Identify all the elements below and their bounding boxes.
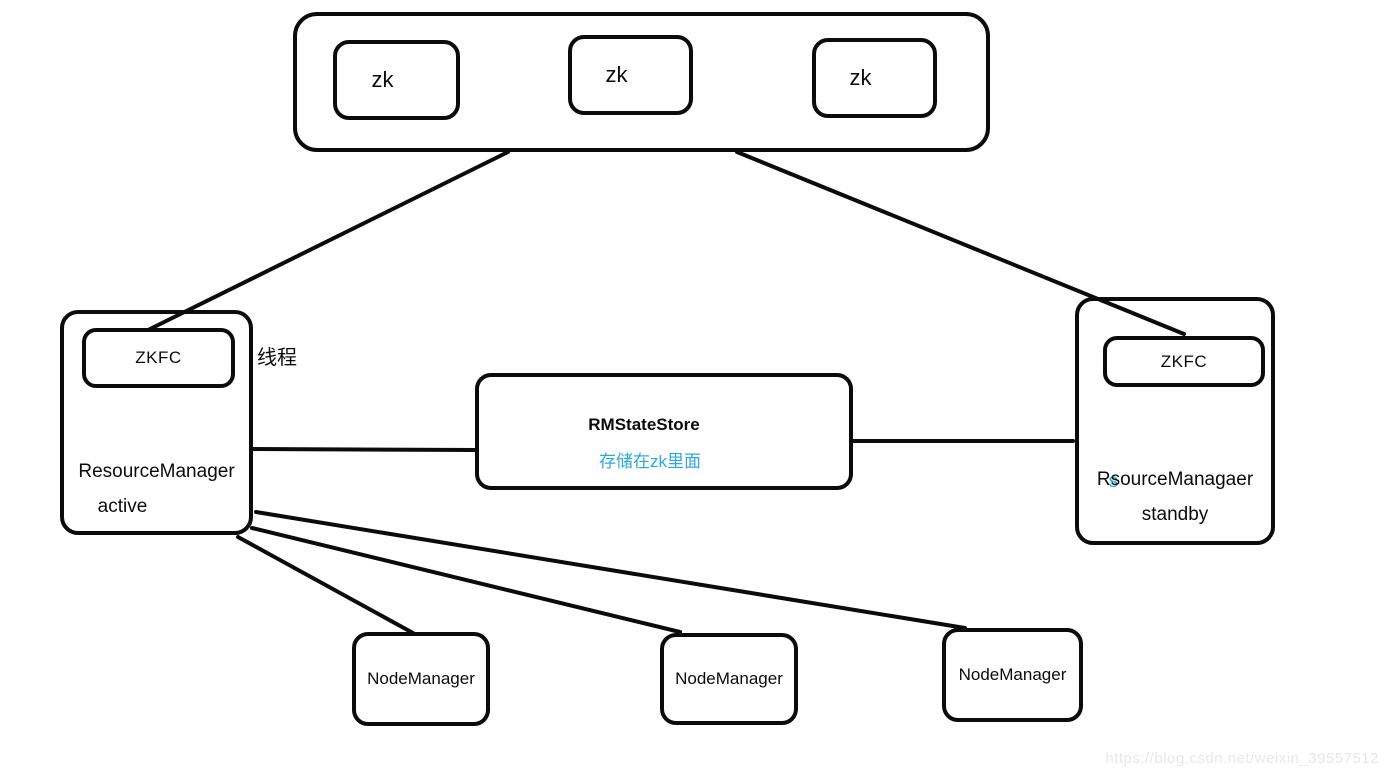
zk-node-label: zk bbox=[849, 65, 872, 90]
zk-cluster-box: zk zk zk bbox=[293, 12, 990, 152]
rm-standby-state-label: standby bbox=[1141, 504, 1209, 525]
nodemanager-label: NodeManager bbox=[367, 669, 475, 688]
nodemanager-label: NodeManager bbox=[958, 665, 1067, 684]
rmstatestore-box: RMStateStore 存储在zk里面 bbox=[475, 373, 853, 490]
connector-active-rm-to-nodemanager-2 bbox=[250, 526, 682, 634]
rmstatestore-note: 存储在zk里面 bbox=[599, 452, 701, 471]
nodemanager-box-1: NodeManager bbox=[352, 632, 490, 726]
rmstatestore-title: RMStateStore bbox=[588, 415, 700, 434]
rm-standby-title-suffix: ourceManagaer bbox=[1120, 469, 1254, 490]
connector-zk-to-active-zkfc bbox=[146, 150, 510, 332]
connector-active-rm-to-nodemanager-3 bbox=[254, 510, 967, 630]
zk-node-1: zk bbox=[333, 40, 460, 120]
rm-active-title: ResourceManager bbox=[78, 461, 235, 482]
thread-annotation: 线程 bbox=[257, 347, 297, 369]
zkfc-box-active: ZKFC bbox=[82, 328, 235, 388]
watermark-url: https://blog.csdn.net/weixin_39557512 bbox=[1105, 750, 1379, 767]
zk-node-label: zk bbox=[371, 67, 394, 92]
zk-node-2: zk bbox=[568, 35, 693, 115]
nodemanager-label: NodeManager bbox=[675, 669, 783, 688]
rm-standby-title-prefix: R bbox=[1096, 469, 1111, 490]
zk-node-3: zk bbox=[812, 38, 937, 118]
zkfc-label: ZKFC bbox=[135, 348, 182, 367]
rm-active-state-label: active bbox=[97, 496, 148, 517]
nodemanager-box-2: NodeManager bbox=[660, 633, 798, 725]
zkfc-box-standby: ZKFC bbox=[1103, 336, 1265, 387]
connector-active-rm-to-nodemanager-1 bbox=[236, 535, 415, 635]
connector-active-rm-to-statestore bbox=[251, 447, 479, 452]
nodemanager-box-3: NodeManager bbox=[942, 628, 1083, 722]
zk-node-label: zk bbox=[605, 62, 628, 87]
zkfc-label: ZKFC bbox=[1160, 351, 1208, 371]
resourcemanager-active-box: ZKFC ResourceManager active bbox=[60, 310, 253, 535]
